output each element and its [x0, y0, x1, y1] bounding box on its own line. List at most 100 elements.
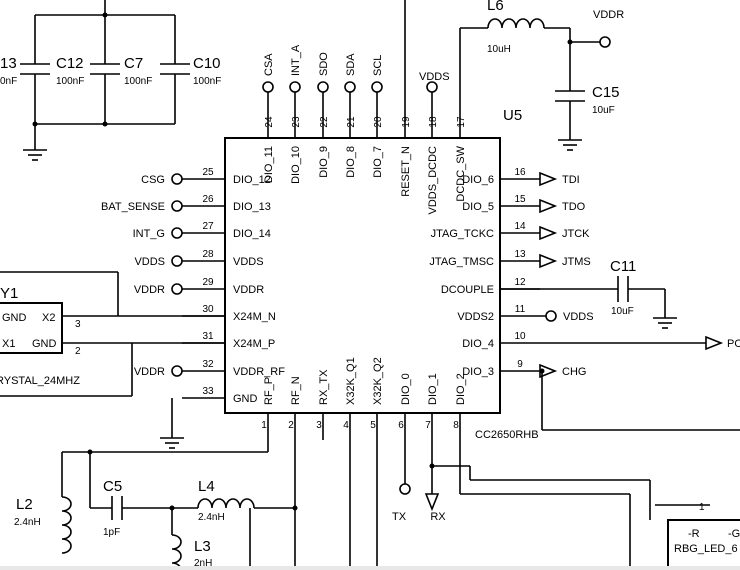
pin-label-bottom: DIO_2: [455, 373, 467, 405]
crystal-pin2-num: 2: [75, 346, 81, 357]
pin-num-top: 21: [346, 116, 357, 128]
pin-num-left: 27: [202, 221, 214, 232]
pin-num-right: 9: [517, 359, 523, 370]
crystal-pin-x1: X1: [2, 338, 15, 350]
pin-num-right: 14: [514, 221, 526, 232]
pin-num-right: 12: [514, 277, 526, 288]
decoupling-caps-group: 13 0nF C12 100nF C7 100nF C10 100nF: [0, 0, 221, 161]
chg-branch: [539, 368, 740, 431]
net-label-right: TDI: [562, 174, 580, 186]
l2-value: 2.4nH: [14, 517, 41, 528]
cap-c10-value: 100nF: [193, 76, 221, 87]
pin-num-bottom: 2: [288, 420, 294, 431]
pin-label-left: DIO_14: [233, 228, 271, 240]
pin-label-right: VDDS2: [457, 311, 494, 323]
inductor-l4-coil: [197, 498, 255, 509]
net-label-bottom: TX: [392, 511, 407, 523]
led-pin-r: -R: [688, 528, 700, 540]
pin-label-top: DIO_8: [345, 146, 357, 178]
pin-label-left: VDDR_RF: [233, 366, 285, 378]
chip-name: U5: [503, 107, 522, 124]
net-arrow-right: [539, 225, 558, 241]
l6-value: 10uH: [487, 44, 511, 55]
cap-c10: [160, 15, 190, 124]
crystal-pin-x2: X2: [42, 312, 55, 324]
pin-num-left: 32: [202, 359, 214, 370]
ground-symbol: [23, 149, 47, 161]
net-arrow-right: [539, 171, 558, 187]
led-part: RBG_LED_6: [674, 543, 738, 555]
vddr-top-label: VDDR: [593, 9, 624, 21]
net-label-left: VDDR: [134, 366, 165, 378]
net-arrow-right: [539, 198, 558, 214]
pin-num-right: 11: [515, 304, 526, 315]
cap-c12-value: 100nF: [56, 76, 84, 87]
pin-num-top: 19: [401, 116, 412, 128]
pin-label-top: DIO_7: [372, 146, 384, 178]
net-label-left: BAT_SENSE: [101, 201, 165, 213]
crystal-part: RYSTAL_24MHZ: [0, 375, 80, 387]
net-terminal-left: [171, 200, 183, 212]
pin-num-bottom: 7: [425, 420, 431, 431]
l3-value: 2nH: [194, 558, 212, 569]
pin-label-right: DCOUPLE: [441, 284, 494, 296]
pin-label-left: DIO_12: [233, 174, 271, 186]
pin-num-right: 10: [514, 331, 526, 342]
dcdc-inductor-group: L6 10uH VDDR C15 10uF VDDS: [404, 0, 624, 151]
pin-label-left: GND: [233, 393, 258, 405]
net-terminal-top: [289, 81, 301, 93]
pin-label-top: RESET_N: [400, 146, 412, 197]
pin-label-bottom: RF_P: [263, 377, 275, 405]
c5-value: 1pF: [103, 527, 120, 538]
dcouple-cap-group: C11 10uF: [500, 258, 677, 329]
l4-value: 2.4nH: [198, 512, 225, 523]
vdds-top-label: VDDS: [419, 71, 450, 83]
pin-num-bottom: 1: [261, 420, 267, 431]
net-terminal-right: [545, 310, 557, 322]
chip-pins-layer: 25DIO_12CSG26DIO_13BAT_SENSE27DIO_14INT_…: [101, 44, 740, 523]
chip-body: [224, 137, 501, 414]
net-terminal-top: [317, 81, 329, 93]
pin-label-top: DIO_11: [263, 146, 275, 183]
net-label-right: CHG: [562, 366, 586, 378]
c11-value: 10uF: [611, 306, 634, 317]
pin-num-bottom: 5: [370, 420, 376, 431]
net-label-top: SDO: [318, 52, 330, 76]
pin-label-bottom: DIO_1: [427, 373, 439, 405]
cap-13-value: 0nF: [0, 76, 17, 87]
net-arrow-right: [539, 253, 558, 269]
svg-text:Y1: Y1: [0, 285, 18, 302]
pin-num-bottom: 3: [316, 420, 322, 431]
inductor-l3-coil: [171, 534, 182, 570]
led-body: [667, 519, 740, 570]
net-label-top: SCL: [372, 55, 384, 76]
net-label-right: JTCK: [562, 228, 590, 240]
crystal-pin3-num: 3: [75, 319, 81, 330]
pin-num-top: 20: [373, 116, 384, 128]
cap-c12: [90, 15, 120, 124]
pin-label-bottom: RF_N: [290, 376, 302, 405]
pin-label-bottom: X32K_Q1: [345, 357, 357, 405]
pin-label-left: DIO_13: [233, 201, 271, 213]
pin-label-top: DCDC_SW: [455, 145, 467, 201]
net-terminal-left: [171, 173, 183, 185]
pin-num-right: 16: [514, 167, 526, 178]
net-arrow-bottom: [424, 493, 440, 512]
led-pin1: 1: [699, 502, 705, 513]
cap-c12-ref: C12: [56, 55, 84, 72]
net-terminal-left: [171, 283, 183, 295]
rf-network: L2 2.4nH C5 1pF L4 2.4nH L3 2nH: [14, 413, 298, 570]
cap-c10-ref: C10: [193, 55, 221, 72]
c15-ref: C15: [592, 84, 620, 101]
pin-num-top: 24: [264, 116, 275, 128]
led-pin-g: -G: [728, 528, 740, 540]
cap-c7-value: 100nF: [124, 76, 152, 87]
pin-label-top: DIO_10: [290, 146, 302, 184]
cap-13-ref: 13: [0, 55, 17, 72]
pin-num-bottom: 4: [343, 420, 349, 431]
pin-num-top: 18: [428, 116, 439, 128]
l2-ref: L2: [16, 496, 33, 513]
net-label-bottom: RX: [430, 511, 446, 523]
net-label-top: CSA: [263, 53, 275, 76]
